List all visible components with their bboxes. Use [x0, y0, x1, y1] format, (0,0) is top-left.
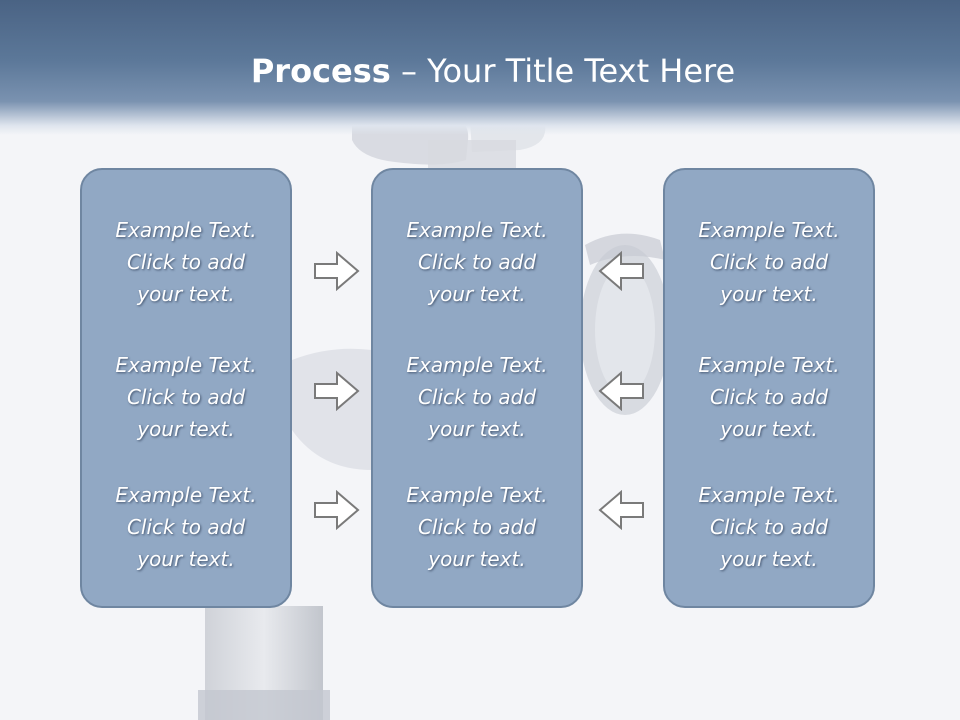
text-line: your text. — [428, 417, 526, 441]
left-arrow-icon[interactable] — [598, 251, 644, 291]
text-line: your text. — [137, 282, 235, 306]
text-line: your text. — [137, 547, 235, 571]
title-rest: – Your Title Text Here — [390, 52, 736, 90]
text-line: Example Text. — [115, 218, 257, 242]
text-line: your text. — [428, 547, 526, 571]
text-line: Click to add — [709, 250, 829, 274]
text-line: your text. — [720, 547, 818, 571]
text-line: your text. — [720, 417, 818, 441]
text-line: Click to add — [417, 515, 537, 539]
right-arrow-icon[interactable] — [314, 251, 360, 291]
slide-title[interactable]: Process – Your Title Text Here — [0, 52, 960, 90]
text-line: Click to add — [709, 385, 829, 409]
text-line: Click to add — [417, 385, 537, 409]
text-line: Example Text. — [115, 353, 257, 377]
text-placeholder[interactable]: Example Text. Click to add your text. — [82, 479, 290, 575]
text-placeholder[interactable]: Example Text. Click to add your text. — [82, 214, 290, 310]
right-panel: Example Text. Click to add your text. Ex… — [663, 168, 875, 608]
text-placeholder[interactable]: Example Text. Click to add your text. — [665, 479, 873, 575]
text-line: your text. — [428, 282, 526, 306]
text-placeholder[interactable]: Example Text. Click to add your text. — [373, 479, 581, 575]
left-arrow-icon[interactable] — [598, 371, 644, 411]
text-line: Click to add — [417, 250, 537, 274]
text-placeholder[interactable]: Example Text. Click to add your text. — [373, 214, 581, 310]
text-line: Example Text. — [115, 483, 257, 507]
text-line: Example Text. — [406, 218, 548, 242]
left-panel: Example Text. Click to add your text. Ex… — [80, 168, 292, 608]
title-bold: Process — [250, 52, 391, 90]
left-arrow-icon[interactable] — [598, 490, 644, 530]
text-line: Click to add — [126, 385, 246, 409]
text-line: Example Text. — [406, 353, 548, 377]
text-line: Example Text. — [406, 483, 548, 507]
text-placeholder[interactable]: Example Text. Click to add your text. — [665, 349, 873, 445]
title-bar — [0, 0, 960, 135]
text-placeholder[interactable]: Example Text. Click to add your text. — [373, 349, 581, 445]
text-line: Example Text. — [698, 353, 840, 377]
text-line: Click to add — [709, 515, 829, 539]
text-placeholder[interactable]: Example Text. Click to add your text. — [665, 214, 873, 310]
text-line: your text. — [137, 417, 235, 441]
middle-panel: Example Text. Click to add your text. Ex… — [371, 168, 583, 608]
text-line: your text. — [720, 282, 818, 306]
right-arrow-icon[interactable] — [314, 371, 360, 411]
text-line: Click to add — [126, 250, 246, 274]
text-line: Example Text. — [698, 483, 840, 507]
text-line: Example Text. — [698, 218, 840, 242]
right-arrow-icon[interactable] — [314, 490, 360, 530]
text-placeholder[interactable]: Example Text. Click to add your text. — [82, 349, 290, 445]
text-line: Click to add — [126, 515, 246, 539]
